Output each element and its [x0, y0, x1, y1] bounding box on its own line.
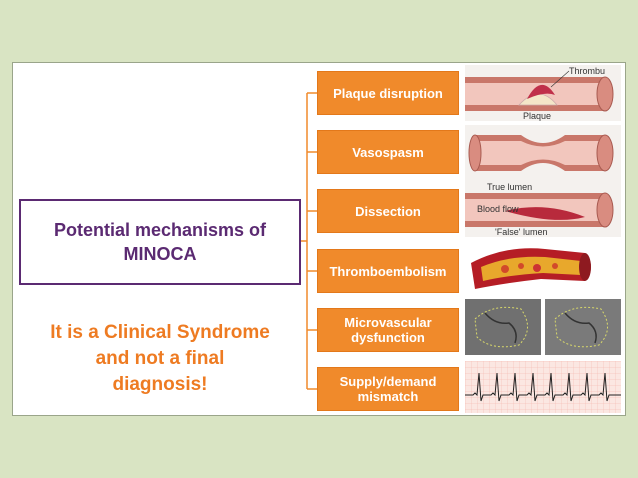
mechanism-vasospasm: Vasospasm: [317, 130, 459, 174]
title-line-2: MINOCA: [123, 244, 197, 264]
note-line-3: diagnosis!: [112, 374, 208, 395]
note-line-2: and not a final: [95, 348, 225, 369]
clinical-note: It is a Clinical Syndrome and not a fina…: [19, 320, 301, 398]
bracket-connector: [301, 92, 317, 390]
thrombus-label: Thrombu: [569, 66, 605, 76]
mechanism-supply-demand-mismatch: Supply/demand mismatch: [317, 367, 459, 411]
note-line-1: It is a Clinical Syndrome: [50, 322, 270, 343]
vasospasm-illustration: [465, 125, 621, 181]
true-lumen-label: True lumen: [487, 182, 532, 192]
mechanism-dissection: Dissection: [317, 189, 459, 233]
mechanism-plaque-disruption: Plaque disruption: [317, 71, 459, 115]
blood-flow-label: Blood flow: [477, 204, 519, 214]
title-line-1: Potential mechanisms of: [53, 220, 267, 240]
mechanism-microvascular-dysfunction: Microvascular dysfunction: [317, 308, 459, 352]
false-lumen-label: 'False' lumen: [495, 227, 547, 237]
thromboembolism-illustration: [465, 239, 621, 295]
title-box: Potential mechanisms of MINOCA: [19, 199, 301, 285]
angiogram-illustration: [465, 299, 621, 355]
plaque-illustration: Thrombu Plaque: [465, 65, 621, 121]
ecg-illustration: [465, 361, 621, 417]
dissection-illustration: True lumen Blood flow 'False' lumen: [465, 181, 621, 237]
mechanism-thromboembolism: Thromboembolism: [317, 249, 459, 293]
slide: Potential mechanisms of MINOCA It is a C…: [12, 62, 626, 416]
plaque-label: Plaque: [523, 111, 551, 121]
